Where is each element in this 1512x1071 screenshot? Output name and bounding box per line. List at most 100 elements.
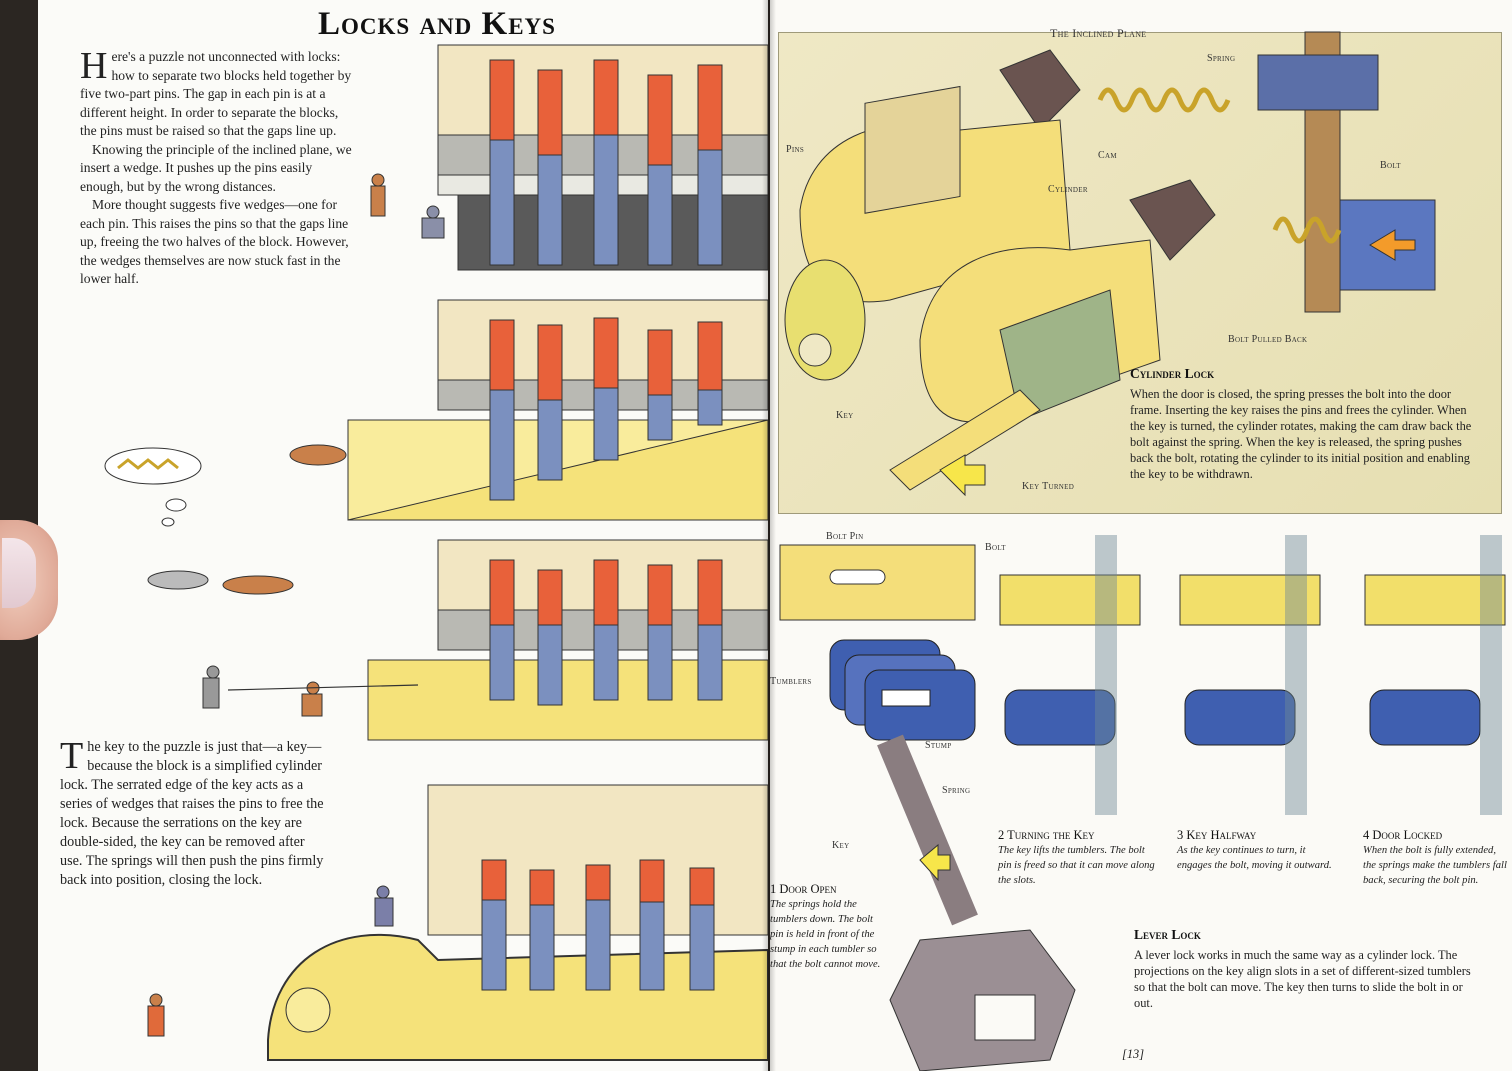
pin-bottom	[537, 399, 563, 481]
lever-bolt	[779, 544, 976, 621]
pin-bottom	[529, 904, 555, 991]
pin-bottom	[689, 904, 715, 991]
key-drop-cap: T	[60, 735, 84, 777]
label-stump: Stump	[925, 740, 952, 751]
step-door-frame	[1480, 535, 1502, 815]
pin-top	[647, 329, 673, 396]
step-tumbler	[1184, 689, 1296, 746]
pin-top	[529, 869, 555, 906]
label-inclined-plane: The Inclined Plane	[1050, 26, 1147, 40]
key-paragraph: he key to the puzzle is just that—a key—…	[60, 739, 324, 888]
pin-bottom	[593, 134, 619, 266]
pin-top	[639, 859, 665, 903]
pin-bottom	[647, 394, 673, 441]
pin-top	[697, 64, 723, 151]
intro-paragraph-3: More thought suggests five wedges—one fo…	[80, 197, 349, 286]
block-illustration-4	[267, 784, 768, 1061]
intro-paragraph-2: Knowing the principle of the inclined pl…	[80, 141, 352, 194]
label-bolt-top: Bolt	[1380, 160, 1401, 171]
pin-bottom	[647, 164, 673, 266]
pin-bottom	[481, 899, 507, 991]
step-4-text: When the bolt is fully extended, the spr…	[1363, 845, 1507, 886]
label-key-turned: Key Turned	[1022, 481, 1075, 492]
step-tumbler	[1004, 689, 1116, 746]
step-2-text: The key lifts the tumblers. The bolt pin…	[998, 845, 1155, 886]
pin-top	[537, 569, 563, 626]
step-tumbler	[1369, 689, 1481, 746]
label-key-top: Key	[836, 410, 854, 421]
step-1-title: 1 Door Open	[770, 882, 837, 896]
pin-bottom	[639, 901, 665, 991]
thumbnail-nail	[2, 538, 36, 608]
pin-bottom	[697, 624, 723, 701]
pin-bottom	[537, 624, 563, 706]
pin-bottom	[593, 624, 619, 701]
label-cam: Cam	[1098, 150, 1117, 161]
label-bolt-pulled-back: Bolt Pulled Back	[1228, 334, 1308, 345]
step-3-caption: 3 Key Halfway As the key continues to tur…	[1177, 828, 1337, 873]
cylinder-lock-heading: Cylinder Lock	[1130, 366, 1215, 381]
step-bolt	[999, 574, 1141, 626]
page-title: Locks and Keys	[318, 6, 556, 42]
pin-top	[697, 321, 723, 391]
block-illustration-1	[437, 44, 768, 271]
cylinder-lock-text: When the door is closed, the spring pres…	[1130, 387, 1472, 481]
book-gutter	[762, 0, 776, 1071]
pin-bottom	[697, 149, 723, 266]
label-bolt-lever: Bolt	[985, 542, 1006, 553]
pin-bottom	[489, 139, 515, 266]
pin-top	[537, 324, 563, 401]
block-illustration-2	[347, 299, 768, 521]
pin-block-illustrations	[104, 44, 768, 1061]
page-number: [13]	[1122, 1047, 1145, 1061]
pin-top	[647, 74, 673, 166]
step-3-text: As the key continues to turn, it engages…	[1177, 845, 1332, 871]
block-illustration-3	[367, 539, 768, 741]
lock-illustrations	[779, 31, 1506, 1071]
step-3-title: 3 Key Halfway	[1177, 828, 1257, 842]
step-bolt	[1179, 574, 1321, 626]
pin-top	[481, 859, 507, 901]
step-bolt	[1364, 574, 1506, 626]
intro-paragraph-1: ere's a puzzle not unconnected with lock…	[80, 49, 352, 138]
pin-top	[689, 867, 715, 906]
pin-top	[593, 59, 619, 136]
label-cylinder: Cylinder	[1048, 184, 1088, 195]
figure-people	[147, 173, 445, 1037]
label-spring-lever: Spring	[942, 785, 971, 796]
pin-bottom	[489, 389, 515, 501]
pin-top	[585, 864, 611, 901]
pin-top	[593, 317, 619, 389]
label-key-lever: Key	[832, 840, 850, 851]
label-spring-top: Spring	[1207, 53, 1236, 64]
pin-top	[537, 69, 563, 156]
label-bolt-pin: Bolt Pin	[826, 531, 864, 542]
pin-top	[593, 559, 619, 626]
label-tumblers: Tumblers	[770, 676, 812, 687]
right-page: The Inclined Plane Spring Pins Cam Cylin…	[770, 0, 1512, 1071]
lever-lock-heading: Lever Lock	[1134, 927, 1201, 942]
tumbler-stack	[829, 639, 976, 741]
label-pins: Pins	[786, 144, 805, 155]
pin-top	[489, 319, 515, 391]
pin-top	[647, 564, 673, 626]
pin-bottom	[593, 387, 619, 461]
pin-top	[489, 59, 515, 141]
pin-bottom	[489, 624, 515, 701]
step-1-text: The springs hold the tumblers down. The …	[770, 899, 881, 970]
pin-bottom	[697, 389, 723, 426]
lever-lock-text: A lever lock works in much the same way …	[1134, 948, 1471, 1010]
pin-top	[489, 559, 515, 626]
step-door-frame	[1095, 535, 1117, 815]
step-4-title: 4 Door Locked	[1363, 828, 1443, 842]
pin-bottom	[537, 154, 563, 266]
step-2-title: 2 Turning the Key	[998, 828, 1095, 842]
pin-bottom	[585, 899, 611, 991]
intro-drop-cap: H	[80, 45, 108, 87]
